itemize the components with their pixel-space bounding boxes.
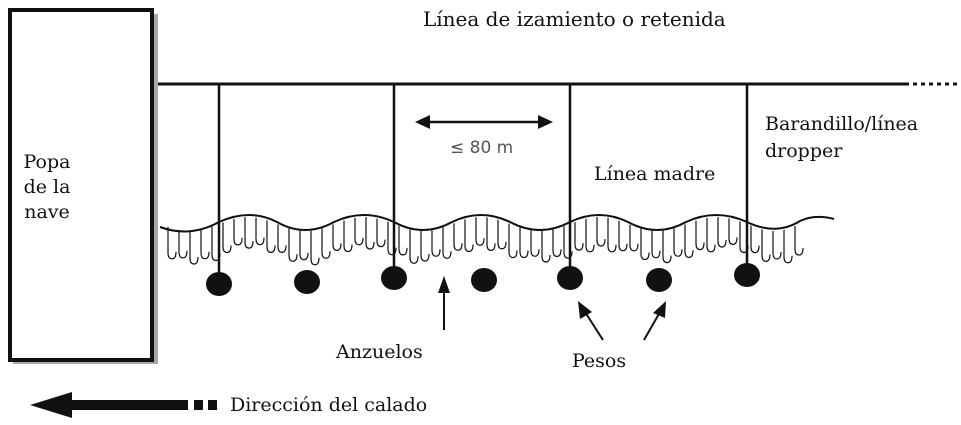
hook [508, 223, 518, 259]
hook [596, 217, 606, 247]
hook [486, 217, 496, 252]
hook [409, 229, 419, 264]
hook [585, 218, 595, 253]
dropper-lines [217, 84, 749, 272]
hook [651, 230, 661, 259]
hook [695, 220, 705, 251]
weight [206, 272, 232, 296]
hook [266, 220, 276, 254]
weights-pointer-arrows [578, 301, 666, 341]
hooks-group [167, 217, 804, 266]
hook [684, 224, 694, 259]
stern-label-line1: Popa [24, 151, 71, 173]
hook [288, 228, 298, 262]
hook [497, 219, 507, 250]
hook [420, 231, 430, 262]
hook [574, 222, 584, 251]
setting-direction-label: Dirección del calado [230, 394, 427, 416]
hook [343, 220, 353, 253]
hook [244, 217, 254, 249]
hook [761, 229, 771, 263]
weight [471, 268, 497, 292]
hook [563, 226, 573, 259]
hook [387, 221, 397, 256]
spacing-label: ≤ 80 m [450, 138, 513, 158]
weight [734, 263, 760, 287]
hook [376, 218, 386, 248]
hook [255, 217, 265, 246]
weight [294, 270, 320, 294]
hook [475, 217, 485, 246]
hook [442, 227, 452, 259]
mainline [159, 214, 835, 233]
hook [728, 218, 738, 246]
hook [453, 223, 463, 251]
weights-group [206, 263, 760, 296]
hook [552, 229, 562, 258]
hook [519, 227, 529, 259]
hook [640, 228, 650, 261]
hook [211, 226, 221, 262]
hook [332, 224, 342, 252]
mainline-label: Línea madre [594, 163, 715, 185]
hook [222, 222, 232, 254]
hooks-pointer-arrow [438, 276, 450, 330]
spacing-arrow [415, 115, 553, 129]
hook [365, 217, 375, 250]
dropper-label-line2: dropper [765, 140, 843, 162]
hook [794, 226, 804, 256]
weights-label: Pesos [572, 350, 626, 372]
hook [629, 224, 639, 252]
hook [618, 220, 628, 252]
hook [167, 226, 177, 260]
hook [233, 218, 243, 246]
hook [772, 231, 782, 260]
hook [299, 230, 309, 261]
hook [530, 230, 540, 257]
hook [607, 217, 617, 253]
hooks-label: Anzuelos [335, 341, 423, 363]
stern-label-line2: de la [24, 176, 71, 198]
stern-label-line3: nave [24, 201, 70, 223]
dropper-label-line1: Barandillo/línea [765, 113, 918, 135]
vessel-stern [8, 8, 158, 364]
hook [310, 230, 320, 266]
hook [354, 217, 364, 246]
hook [673, 228, 683, 257]
setting-direction-arrow [30, 392, 217, 418]
hook [321, 228, 331, 259]
hook [750, 225, 760, 254]
weight [557, 266, 583, 290]
hook [200, 229, 210, 260]
hook [398, 225, 408, 256]
hook [717, 217, 727, 248]
hook [662, 230, 672, 264]
retrieval-line-label: Línea de izamiento o retenida [423, 7, 726, 31]
hook [277, 224, 287, 254]
hook [783, 229, 793, 264]
hook [464, 219, 474, 253]
hook [189, 231, 199, 265]
weight [381, 266, 407, 290]
hook [706, 217, 716, 253]
hook [739, 221, 749, 254]
hook [431, 230, 441, 257]
hook [541, 231, 551, 263]
hook [178, 229, 188, 259]
weight [646, 268, 672, 292]
